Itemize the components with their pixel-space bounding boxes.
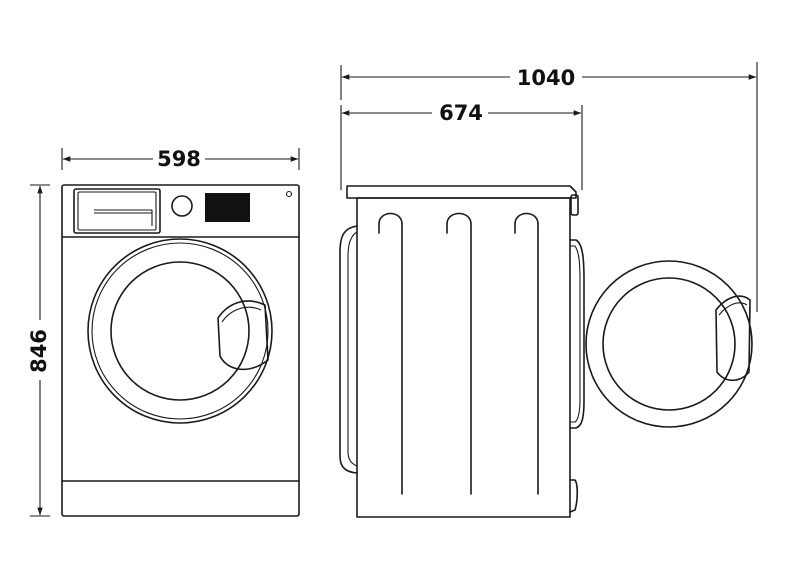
- dimension-height: 846: [27, 184, 51, 517]
- side-door-profile: [569, 239, 585, 429]
- power-button: [285, 190, 293, 198]
- detergent-drawer: [73, 188, 161, 234]
- side-ribs: [378, 212, 539, 495]
- front-door: [87, 238, 273, 424]
- depth-label: 674: [439, 101, 483, 125]
- side-view: [339, 185, 753, 518]
- front-view: [61, 184, 300, 517]
- side-body: [356, 197, 571, 518]
- side-rear-bulge: [339, 225, 358, 474]
- display-panel: [205, 193, 250, 222]
- height-label: 846: [27, 329, 51, 373]
- front-body-outline: [61, 184, 300, 517]
- dimension-depth: 674: [340, 101, 583, 190]
- width-label: 598: [157, 147, 201, 171]
- dimension-depth-door-open: 1040: [340, 62, 758, 312]
- open-door: [585, 260, 753, 428]
- program-knob: [171, 195, 193, 217]
- side-top-lid: [346, 185, 577, 199]
- dimension-width: 598: [61, 147, 300, 171]
- depth-door-open-label: 1040: [517, 66, 575, 90]
- side-knob: [570, 194, 579, 216]
